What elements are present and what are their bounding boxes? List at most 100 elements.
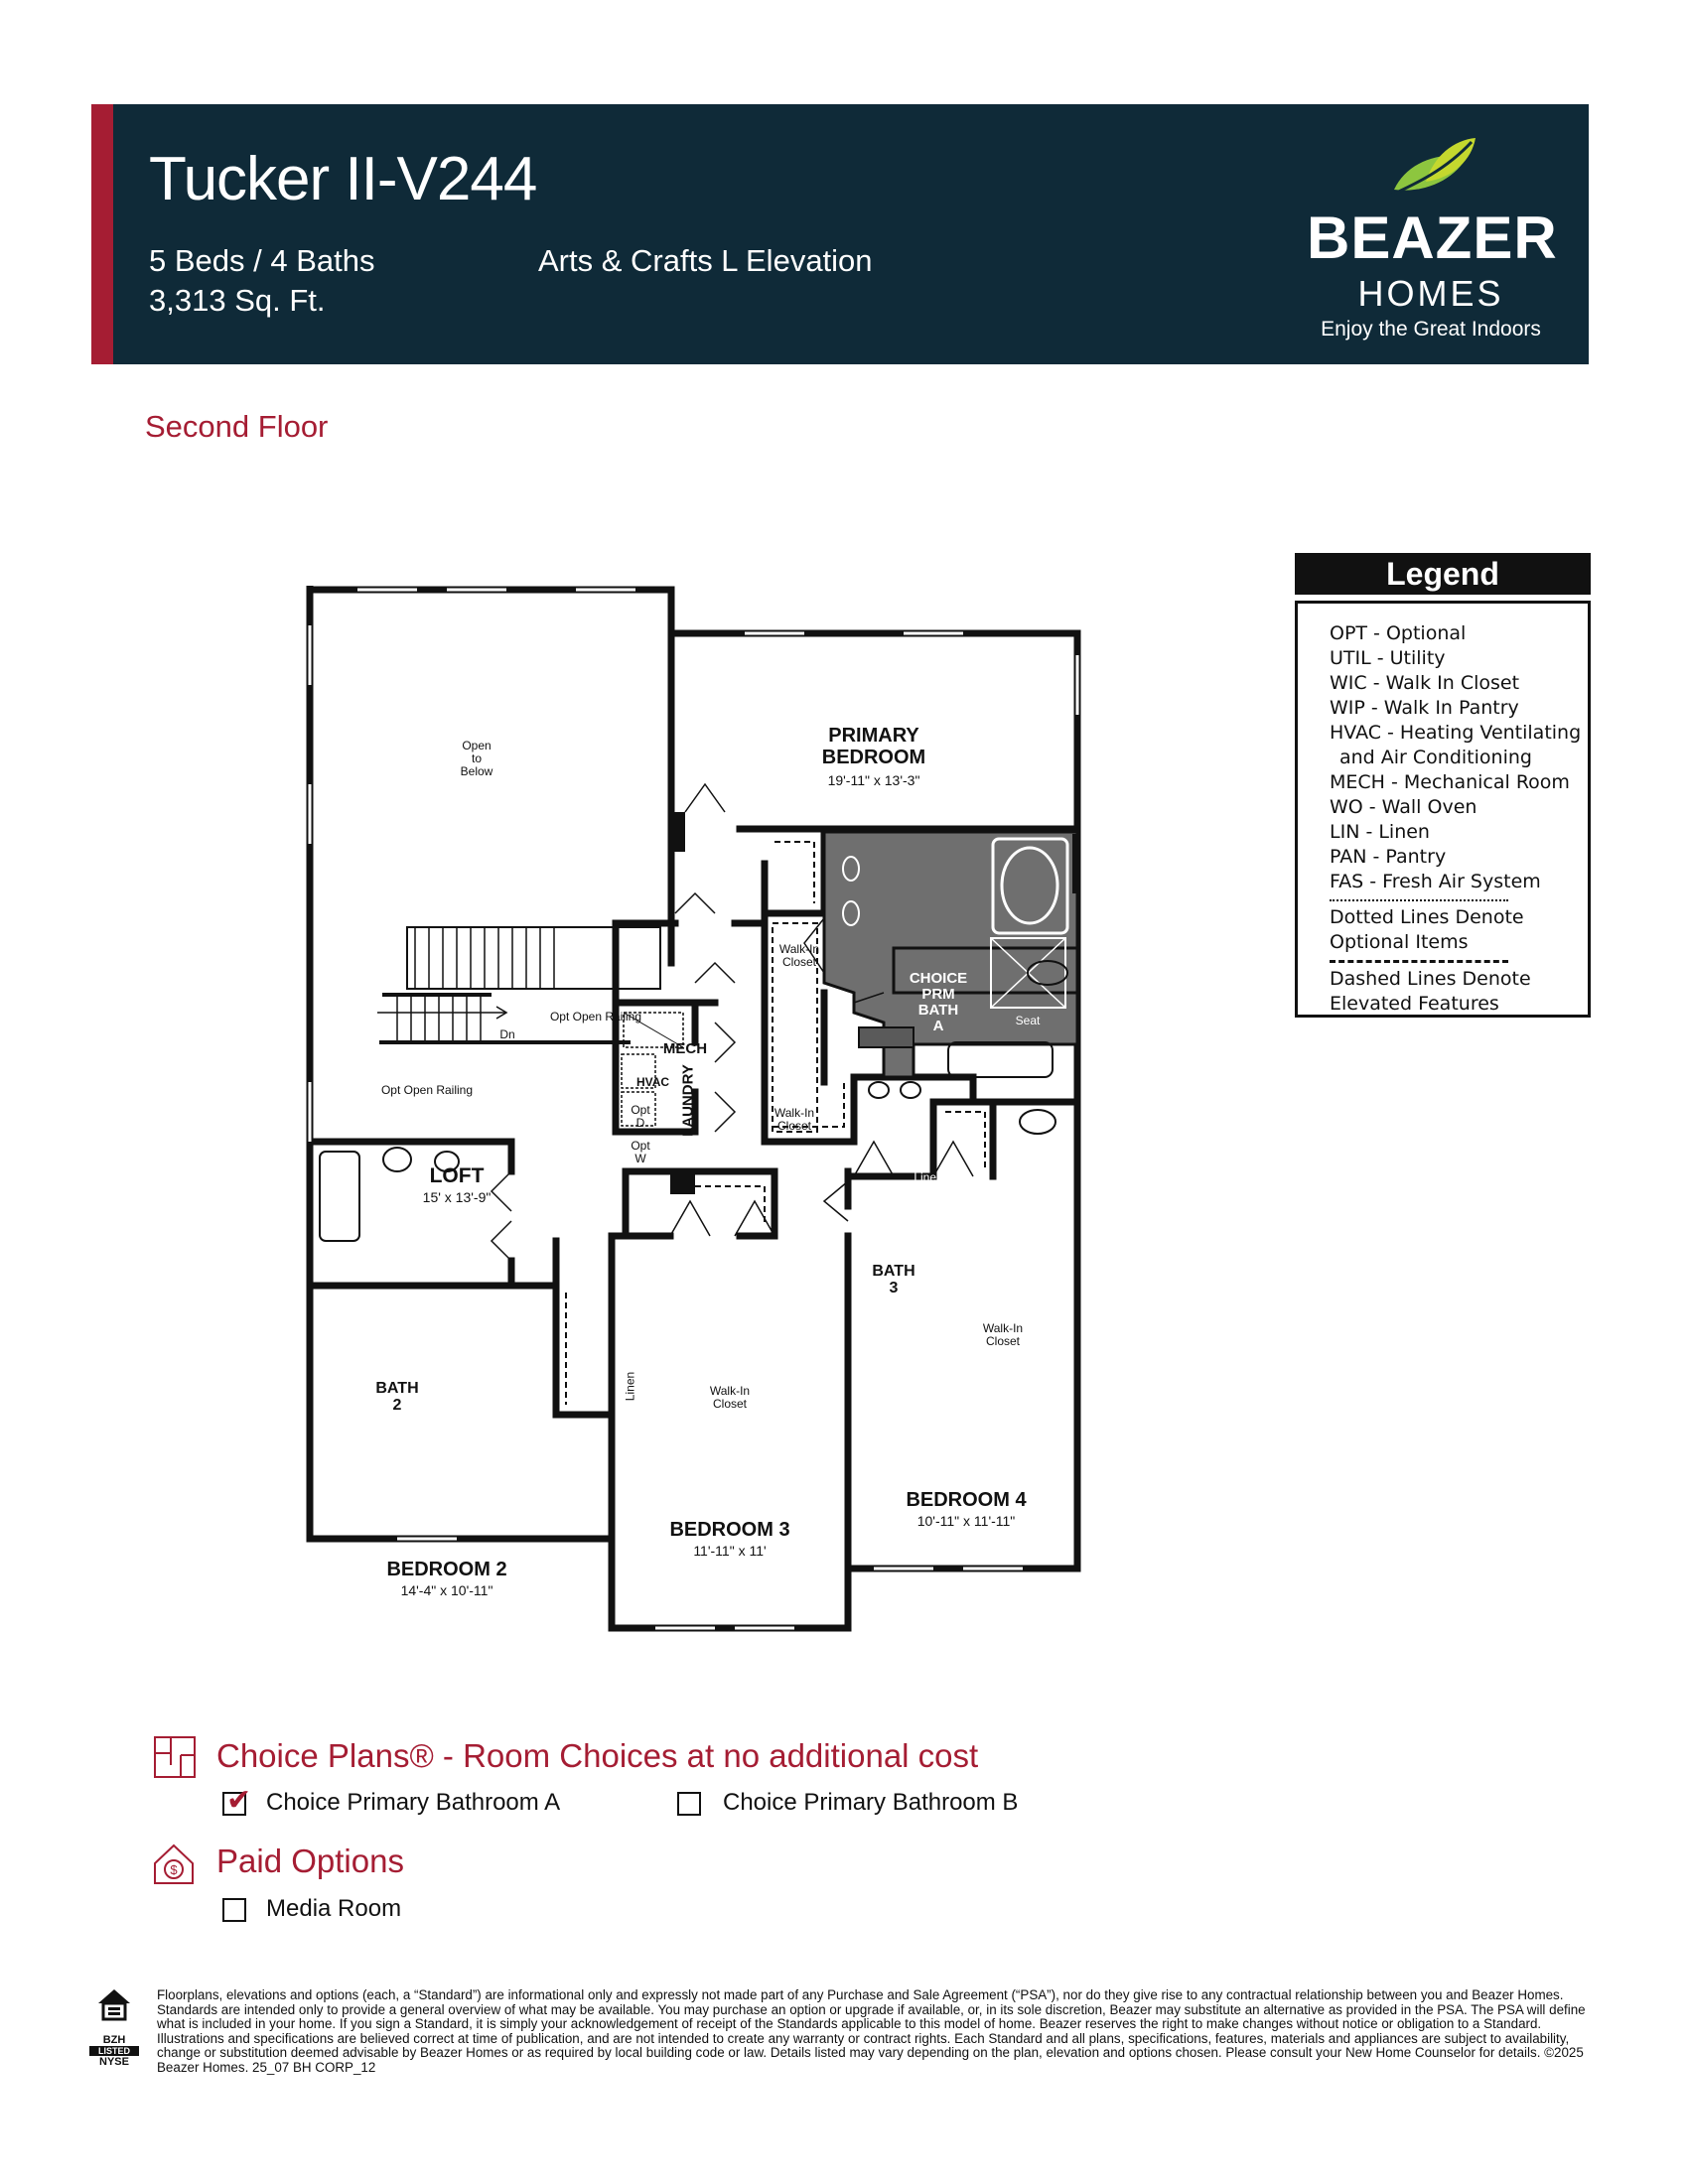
label-line: Walk-In — [778, 942, 820, 956]
legend-item: UTIL - Utility — [1330, 647, 1446, 669]
label-line: Closet — [781, 955, 816, 969]
label-line: Opt — [631, 1139, 650, 1153]
label-line: PRIMARY — [828, 725, 919, 747]
legend-item: PAN - Pantry — [1330, 846, 1447, 868]
floorplan-icon — [154, 1736, 196, 1778]
equal-housing-icon — [98, 1989, 130, 2021]
floor-plan: Open to Below PRIMARY BEDROOM 19'-11" x … — [298, 586, 1092, 1707]
legend-item: WIC - Walk In Closet — [1330, 672, 1520, 694]
label-line: BATH — [872, 1263, 915, 1280]
choice-bath-a-label: Choice Primary Bathroom A — [266, 1789, 561, 1816]
hvac-label: HVAC — [635, 1075, 670, 1089]
legend: Legend OPT - Optional UTIL - Utility WIC… — [1295, 553, 1591, 1018]
linen-label: Linen — [623, 1371, 637, 1402]
walk-in-closet-label: Walk-In Closet — [695, 1385, 765, 1411]
logo-brand: BEAZER — [1307, 205, 1558, 271]
legend-item: MECH - Mechanical Room — [1330, 771, 1570, 793]
legend-item: and Air Conditioning — [1339, 747, 1532, 768]
legend-item: WIP - Walk In Pantry — [1330, 697, 1519, 719]
choice-bath-b-checkbox[interactable] — [677, 1792, 701, 1816]
label-line: 2 — [392, 1397, 402, 1414]
label-line: Closet — [776, 1119, 811, 1133]
header-banner: Tucker II-V244 5 Beds / 4 Baths 3,313 Sq… — [91, 104, 1589, 364]
legend-body: OPT - Optional UTIL - Utility WIC - Walk… — [1295, 601, 1591, 1018]
legend-note: Dotted Lines Denote — [1330, 906, 1524, 928]
media-room-checkbox[interactable] — [222, 1898, 246, 1922]
bedroom-4-dims: 10'-11" x 11'-11" — [916, 1513, 1016, 1529]
open-to-below-label: Open to Below — [442, 740, 511, 778]
check-icon: ✔ — [226, 1784, 252, 1817]
label-line: Opt — [631, 1103, 650, 1117]
legend-item: HVAC - Heating Ventilating — [1330, 722, 1582, 744]
label-line: D — [635, 1116, 645, 1130]
choice-prm-bath-label: CHOICE PRM BATH A — [894, 971, 983, 1034]
loft-dims: 15' x 13'-9" — [422, 1189, 492, 1205]
label-line: W — [634, 1152, 646, 1165]
legend-note: Dashed Lines Denote — [1330, 968, 1531, 990]
banner-accent-stripe — [91, 104, 113, 364]
legend-note: Optional Items — [1330, 931, 1469, 953]
label-line: BEDROOM — [821, 747, 926, 768]
legend-item: LIN - Linen — [1330, 821, 1430, 843]
footer-logos: BZH LISTED NYSE — [89, 1985, 139, 2068]
choice-bath-a-checkbox[interactable]: ✔ — [222, 1786, 251, 1816]
label-line: Open — [462, 739, 492, 752]
paid-options-heading: Paid Options — [216, 1843, 404, 1879]
legend-title: Legend — [1295, 553, 1591, 595]
legend-item: OPT - Optional — [1330, 622, 1467, 644]
label-line: A — [932, 1018, 944, 1034]
seat-label: Seat — [1015, 1014, 1041, 1027]
opt-washer-label: Opt W — [626, 1140, 655, 1165]
label-line: Below — [460, 764, 493, 778]
walk-in-closet-label: Walk-In Closet — [765, 1107, 824, 1133]
beds-baths: 5 Beds / 4 Baths — [149, 243, 375, 278]
dollar-house-icon: $ — [154, 1843, 194, 1884]
walk-in-closet-label: Walk-In Closet — [973, 1322, 1033, 1348]
laundry-label: LAUNDRY — [679, 1064, 697, 1137]
bedroom-2-label: BEDROOM 2 — [386, 1559, 507, 1580]
listed-text: LISTED — [89, 2046, 139, 2056]
linen-label: Linen — [914, 1170, 943, 1184]
media-room-label: Media Room — [266, 1895, 402, 1922]
plan-title: Tucker II-V244 — [149, 145, 537, 213]
bzh-text: BZH — [102, 2034, 126, 2046]
label-line: BATH — [917, 1002, 959, 1019]
label-line: PRM — [921, 986, 955, 1003]
opt-open-railing-label: Opt Open Railing — [549, 1010, 642, 1024]
label-line: to — [471, 751, 482, 765]
legend-item: FAS - Fresh Air System — [1330, 871, 1541, 892]
bedroom-2-dims: 14'-4" x 10'-11" — [400, 1582, 493, 1598]
label-line: 3 — [889, 1280, 899, 1297]
choice-plans-heading: Choice Plans® - Room Choices at no addit… — [216, 1737, 979, 1774]
bedroom-4-label: BEDROOM 4 — [906, 1489, 1027, 1511]
floor-plan-walls — [306, 586, 1081, 1632]
choice-bath-b-label: Choice Primary Bathroom B — [723, 1789, 1019, 1816]
bedroom-3-label: BEDROOM 3 — [669, 1519, 790, 1541]
stairs-down-label: Dn — [499, 1027, 515, 1041]
leaf-icon — [1389, 138, 1476, 198]
label-line: Walk-In — [709, 1384, 751, 1398]
opt-open-railing-label: Opt Open Railing — [380, 1083, 474, 1097]
legend-item: WO - Wall Oven — [1330, 796, 1477, 818]
bedroom-3-dims: 11'-11" x 11' — [693, 1543, 767, 1559]
label-line: Walk-In — [774, 1106, 815, 1120]
loft-label: LOFT — [429, 1164, 485, 1187]
elevation-name: Arts & Crafts L Elevation — [538, 243, 873, 278]
floor-title: Second Floor — [145, 409, 329, 444]
label-line: Closet — [985, 1334, 1020, 1348]
nyse-text: NYSE — [99, 2056, 129, 2068]
bath-3-label: BATH 3 — [864, 1263, 923, 1297]
beazer-logo: BEAZER HOMES Enjoy the Great Indoors — [1307, 134, 1558, 342]
label-line: Closet — [712, 1397, 747, 1411]
svg-text:$: $ — [170, 1862, 178, 1877]
primary-bedroom-label: PRIMARY BEDROOM — [774, 725, 973, 768]
mech-label: MECH — [662, 1040, 708, 1057]
label-line: Walk-In — [982, 1321, 1024, 1335]
logo-homes: HOMES — [1357, 273, 1504, 314]
bath-2-label: BATH 2 — [367, 1380, 427, 1414]
primary-bedroom-dims: 19'-11" x 13'-3" — [827, 772, 920, 788]
walk-in-closet-label: Walk-In Closet — [770, 943, 829, 969]
legend-note: Elevated Features — [1330, 993, 1499, 1015]
legend-dotted-separator — [1330, 899, 1508, 901]
square-footage: 3,313 Sq. Ft. — [149, 283, 326, 318]
